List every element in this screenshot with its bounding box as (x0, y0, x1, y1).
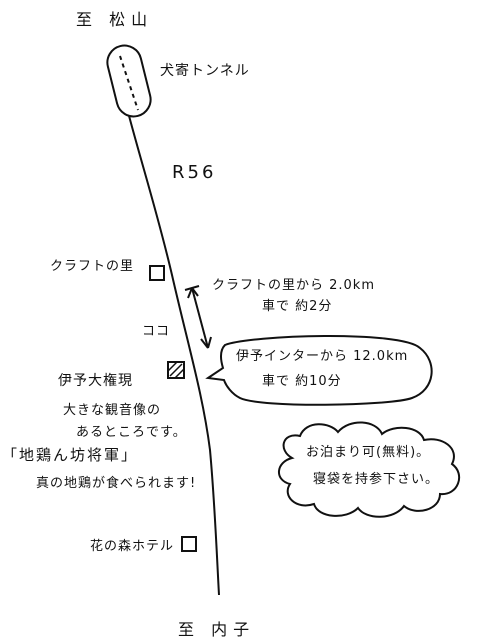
shrine-description-line1: 大きな観音像の (63, 403, 162, 418)
craft-village-label: クラフトの里 (50, 259, 135, 274)
route-label: R56 (172, 162, 217, 183)
road-r56 (127, 111, 220, 596)
interchange-distance-line1: 伊予インターから 12.0km (236, 349, 409, 364)
distance-arrow-icon (184, 285, 212, 349)
interchange-distance-line2: 車で 約10分 (262, 374, 342, 389)
shrine-marker-icon (167, 361, 185, 379)
hotel-label: 花の森ホテル (90, 539, 175, 554)
destination-north-label: 至 松山 (76, 10, 154, 29)
dish-name-label: 「地鶏ん坊将軍」 (2, 446, 139, 464)
tunnel-icon (106, 44, 152, 118)
shrine-description-line2: あるところです。 (76, 425, 187, 440)
hotel-marker (181, 536, 197, 552)
dish-description: 真の地鶏が食べられます! (36, 476, 197, 491)
craft-village-marker (149, 265, 165, 281)
tunnel-label: 犬寄トンネル (160, 63, 250, 79)
shrine-marker-label: ココ (142, 324, 171, 339)
craft-distance-line2: 車で 約2分 (262, 299, 333, 314)
stay-note-line2: 寝袋を持参下さい。 (313, 472, 440, 487)
destination-south-label: 至 内子 (178, 620, 256, 639)
shrine-name-label: 伊予大権現 (58, 373, 133, 389)
stay-note-cloud (278, 421, 461, 518)
interchange-bubble (205, 334, 433, 406)
stay-note-line1: お泊まり可(無料)。 (306, 445, 431, 460)
craft-distance-line1: クラフトの里から 2.0km (212, 278, 375, 293)
